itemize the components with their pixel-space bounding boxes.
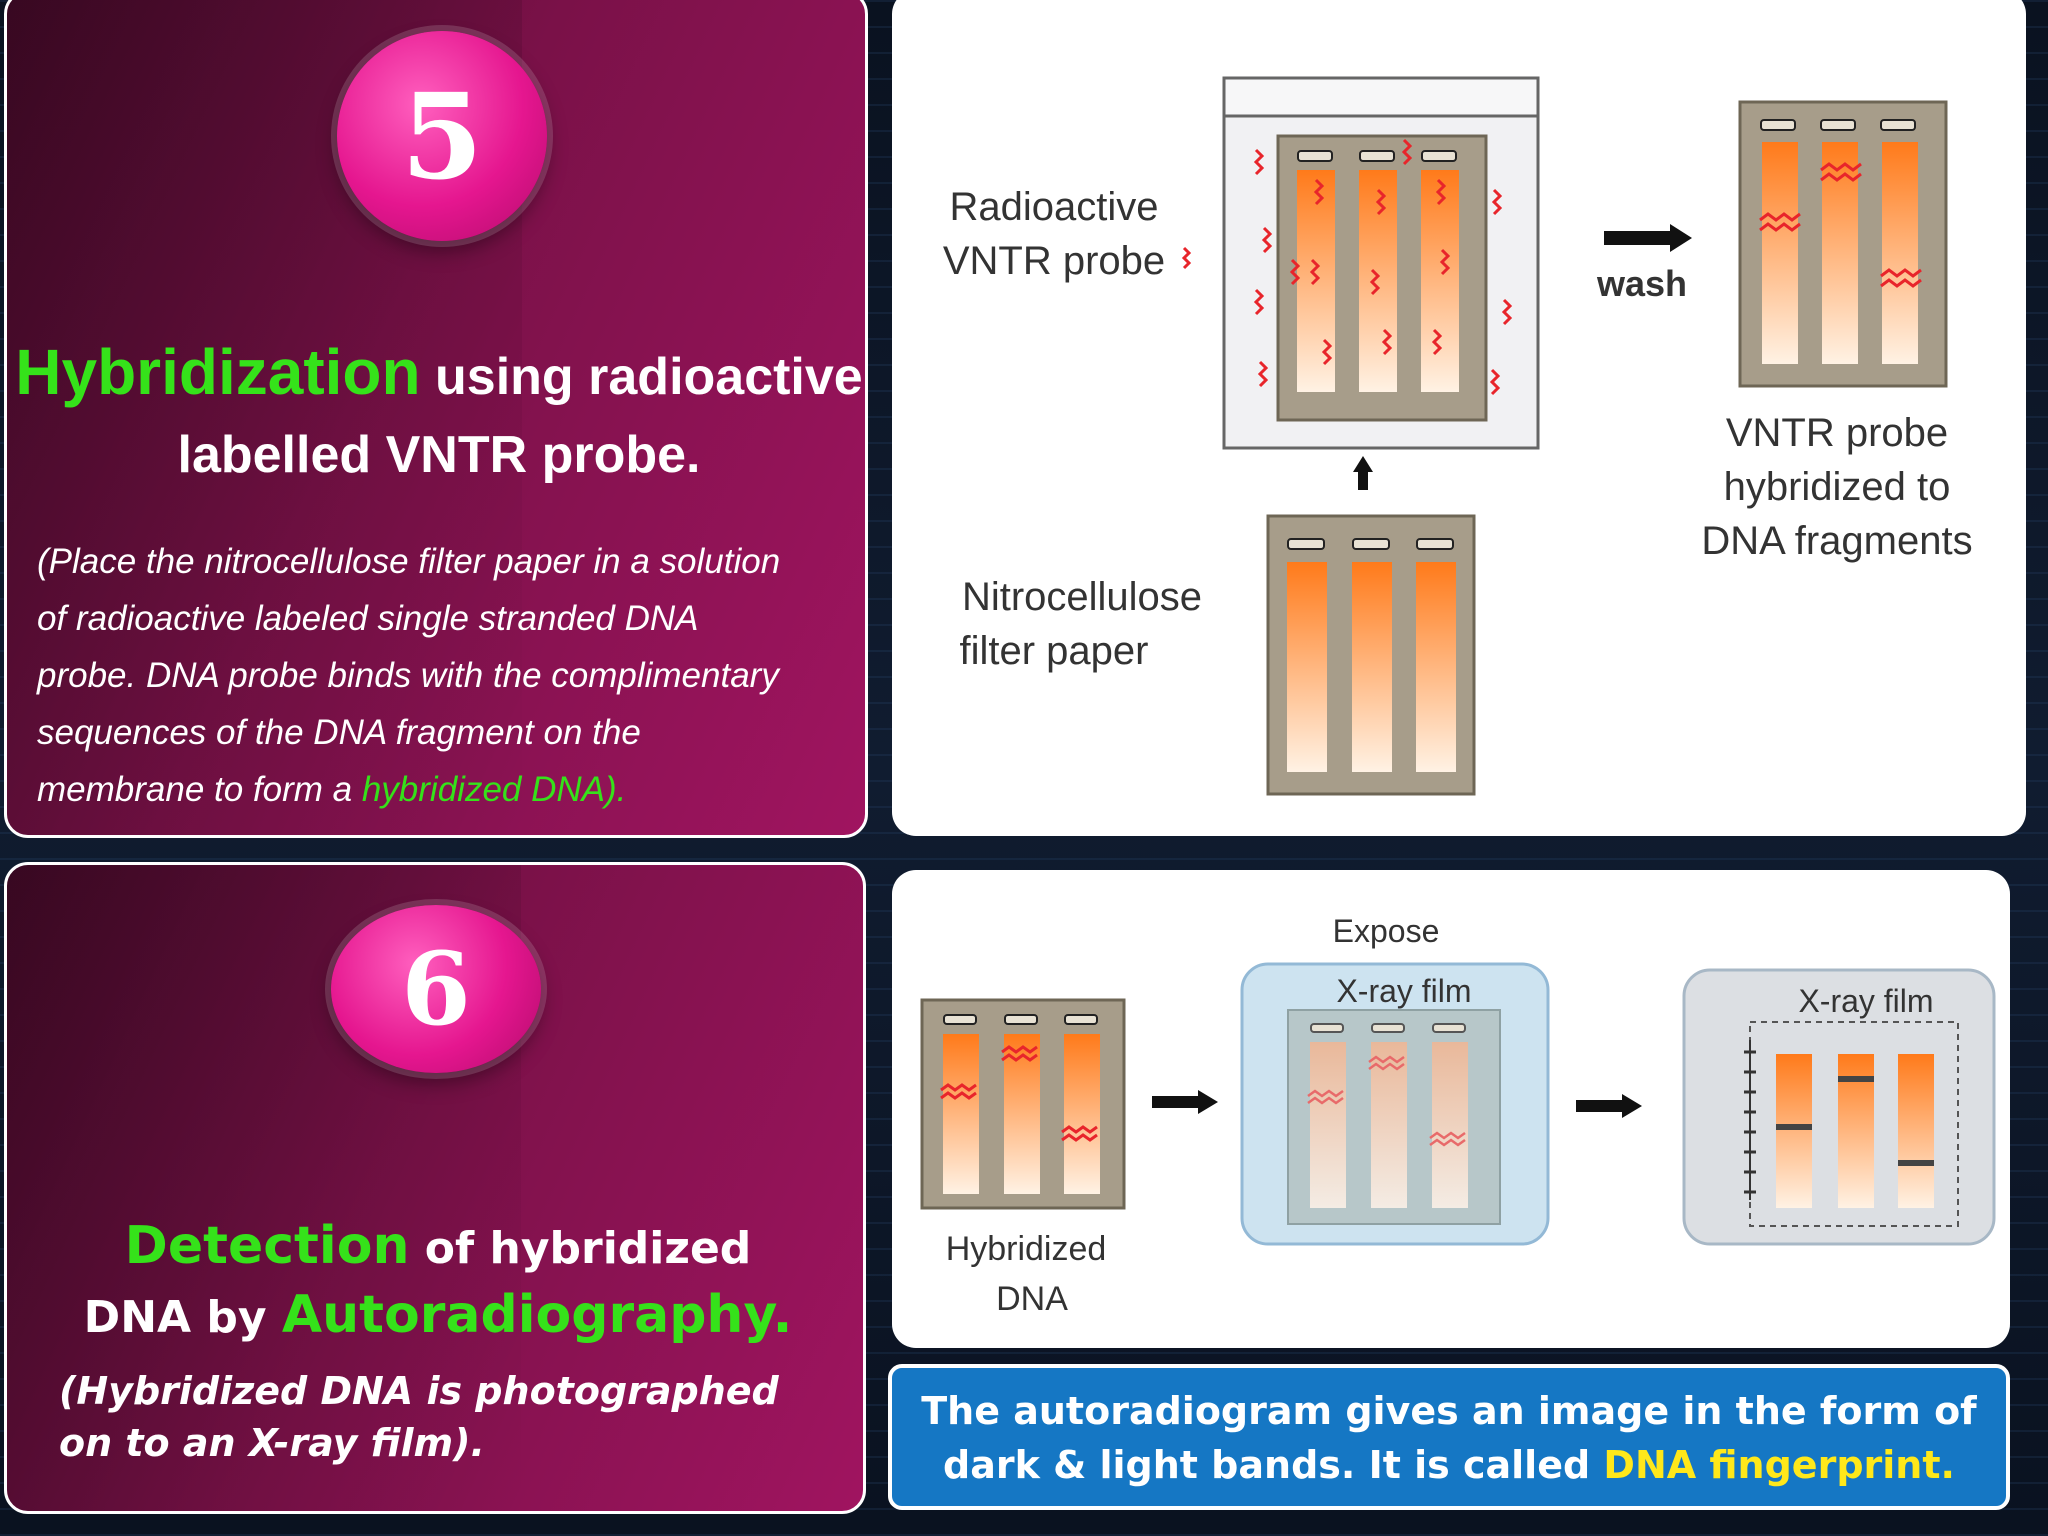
filter-paper-membrane <box>1266 514 1476 796</box>
step6-description: (Hybridized DNA is photographed on to an… <box>59 1365 859 1469</box>
filter-label-line2: filter paper <box>960 629 1149 673</box>
step6-number-badge: 6 <box>331 905 541 1073</box>
step5-heading: Hybridization using radioactive labelled… <box>7 333 865 494</box>
xray-film-exposure <box>1240 962 1550 1246</box>
step6-heading-rest-1: of hybridized <box>409 1223 752 1274</box>
probe-label-line1: Radioactive <box>949 185 1158 229</box>
step5-heading-highlight: Hybridization <box>15 336 421 408</box>
wash-arrow-icon <box>1604 224 1692 252</box>
step6-text-panel: 6 Detection of hybridized DNA by Autorad… <box>4 862 866 1514</box>
result-label-line2: hybridized to <box>1724 465 1951 509</box>
step6-diagram: Hybridized DNA Expose <box>920 913 1996 1318</box>
hybridized-dna-membrane <box>920 998 1126 1210</box>
filter-label-line1: Nitrocellulose <box>962 575 1202 619</box>
step6-heading-rest-2: DNA by <box>83 1292 282 1343</box>
conclusion-highlight: DNA fingerprint. <box>1603 1443 1955 1487</box>
step5-desc-highlight: hybridized DNA). <box>361 770 627 809</box>
step6-diagram-panel: Hybridized DNA Expose <box>892 870 2010 1348</box>
step5-desc-line: (Place the nitrocellulose filter paper i… <box>37 542 781 581</box>
hybrid-label-line2: DNA <box>996 1280 1068 1318</box>
dna-band <box>1838 1076 1874 1082</box>
probe-squiggle-icon <box>1181 246 1192 270</box>
step5-desc-line: probe. DNA probe binds with the complime… <box>37 656 779 695</box>
xray-label-2: X-ray film <box>1798 983 1933 1019</box>
hybridized-membrane <box>1738 100 1948 388</box>
probe-label-line2: VNTR probe <box>943 239 1165 283</box>
step6-heading-highlight-1: Detection <box>124 1216 410 1276</box>
step6-desc-line: (Hybridized DNA is photographed <box>59 1369 779 1413</box>
step5-heading-rest-1: using radioactive <box>420 348 863 406</box>
dna-band <box>1898 1160 1934 1166</box>
step5-diagram: Radioactive VNTR probe Nitrocellulose fi… <box>943 76 1973 796</box>
probe-squiggles <box>1253 138 1513 396</box>
developed-xray-film <box>1682 968 1996 1246</box>
step6-desc-line: on to an X-ray film). <box>59 1421 485 1465</box>
right-arrow-icon <box>1152 1090 1218 1114</box>
step5-number-badge: 5 <box>337 31 547 241</box>
step5-heading-rest-2: labelled VNTR probe. <box>177 426 701 484</box>
conclusion-line2: dark & light bands. It is called <box>943 1443 1604 1487</box>
result-label-line1: VNTR probe <box>1726 411 1948 455</box>
wash-label: wash <box>1596 263 1687 304</box>
up-arrow-icon <box>1353 456 1373 490</box>
step6-number: 6 <box>401 930 471 1048</box>
right-arrow-icon <box>1576 1094 1642 1118</box>
step5-description: (Place the nitrocellulose filter paper i… <box>37 533 857 818</box>
step5-diagram-panel: Radioactive VNTR probe Nitrocellulose fi… <box>892 0 2026 836</box>
step5-desc-line: membrane to form a <box>37 770 362 809</box>
step5-number: 5 <box>400 66 484 206</box>
conclusion-box: The autoradiogram gives an image in the … <box>888 1364 2010 1510</box>
result-label-line3: DNA fragments <box>1701 519 1972 563</box>
step5-desc-line: of radioactive labeled single stranded D… <box>37 599 699 638</box>
probe-solution-tray <box>1222 76 1540 450</box>
conclusion-line1: The autoradiogram gives an image in the … <box>921 1389 1977 1433</box>
step6-heading-highlight-2: Autoradiography. <box>281 1285 793 1345</box>
hybrid-label-line1: Hybridized <box>946 1230 1107 1268</box>
step6-heading: Detection of hybridized DNA by Autoradio… <box>7 1213 863 1351</box>
xray-label-1: X-ray film <box>1336 973 1471 1009</box>
expose-label: Expose <box>1333 913 1440 949</box>
step5-desc-line: sequences of the DNA fragment on the <box>37 713 641 752</box>
dna-band <box>1776 1124 1812 1130</box>
step5-text-panel: 5 Hybridization using radioactive labell… <box>4 0 868 838</box>
